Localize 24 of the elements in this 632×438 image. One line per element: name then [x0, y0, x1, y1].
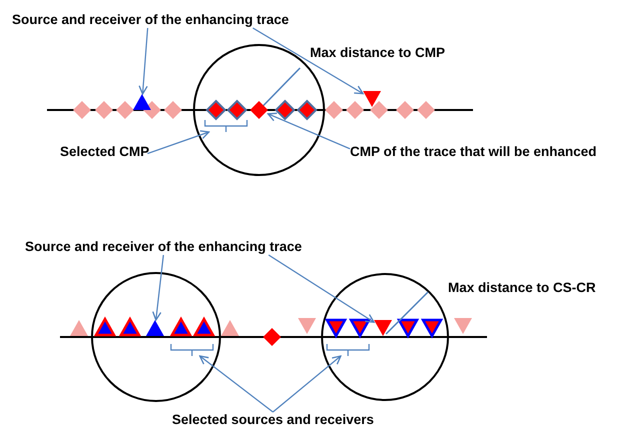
- diamond-marker: [250, 101, 268, 119]
- annotation-text: Selected CMP: [60, 144, 150, 160]
- triangle-marker: [133, 94, 151, 110]
- diamond-marker: [263, 328, 281, 346]
- annotation-text: CMP of the trace that will be enhanced: [350, 144, 597, 160]
- annotation-text: Selected sources and receivers: [172, 412, 374, 428]
- bracket: [204, 120, 248, 132]
- triangle-marker: [363, 91, 381, 107]
- bracket: [326, 344, 370, 356]
- leader-arrow: [252, 27, 364, 94]
- radius-label: Max distance to CS-CR: [448, 280, 596, 296]
- triangle-marker: [374, 320, 392, 336]
- leader-arrow: [152, 254, 164, 321]
- leader-arrow: [267, 112, 350, 150]
- leader-arrow: [272, 355, 342, 412]
- leader-arrow: [268, 254, 375, 323]
- triangle-marker: [146, 320, 164, 336]
- leader-arrow: [138, 28, 148, 95]
- leader-arrow: [199, 355, 274, 412]
- annotation-text: Source and receiver of the enhancing trace: [12, 12, 289, 28]
- annotation-text: Source and receiver of the enhancing trace: [25, 239, 302, 255]
- bracket: [170, 344, 214, 356]
- leader-arrow: [147, 130, 210, 154]
- radius-label: Max distance to CMP: [310, 45, 446, 61]
